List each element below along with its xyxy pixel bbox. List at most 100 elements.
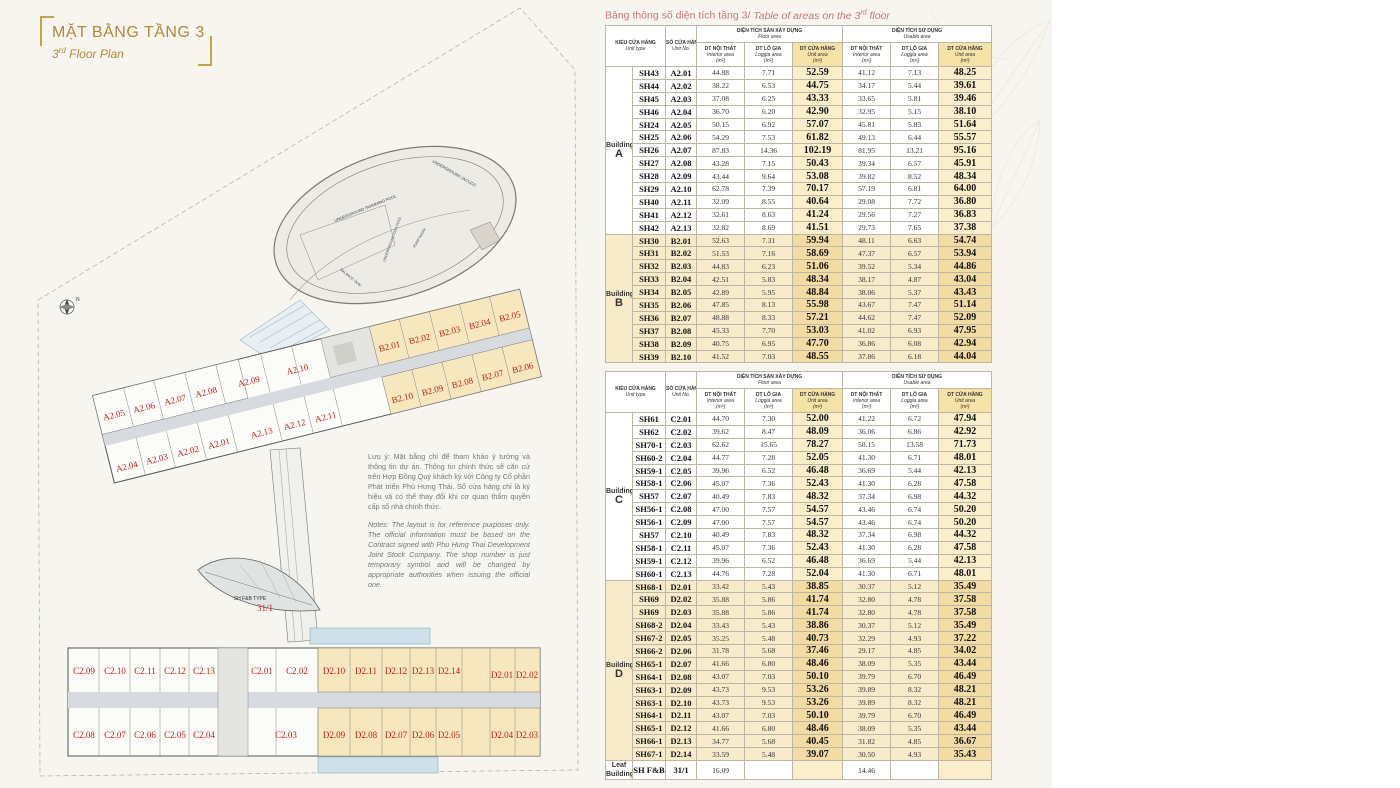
usable-unit-area-cell: 35.43 [938, 747, 993, 762]
usable-unit-area-cell: 51.64 [938, 117, 993, 132]
table-row: SH46 A2.04 36.70 6.20 42.90 32.95 5.15 3… [606, 104, 993, 119]
unit-no-cell: D2.12 [665, 721, 698, 736]
floor-unit-area-cell: 40.45 [792, 734, 844, 749]
usable-loggia-cell: 6.98 [890, 528, 940, 542]
usable-interior-cell: 29.73 [842, 220, 892, 235]
usable-loggia-cell [890, 760, 940, 781]
floor-loggia-cell: 6.23 [744, 259, 794, 274]
table-row: SH59-1 C2.12 39.96 6.52 46.48 36.69 5.44… [606, 553, 993, 568]
floor-interior-cell: 51.53 [696, 246, 746, 261]
floor-loggia-cell: 8.55 [744, 194, 794, 209]
usable-interior-cell: 49.13 [842, 130, 892, 145]
floor-loggia-cell: 6.80 [744, 721, 794, 736]
floor-unit-area-cell: 40.73 [792, 631, 844, 646]
usable-interior-cell: 38.09 [842, 656, 892, 671]
unit-type-cell: SH69 [631, 605, 667, 620]
unit-type-cell: SH60-1 [631, 566, 667, 581]
table-row: SH64-1 D2.08 43.07 7.03 50.10 39.79 6.70… [606, 669, 993, 684]
floor-interior-cell: 44.88 [696, 66, 746, 80]
usable-interior-cell: 32.95 [842, 104, 892, 119]
floor-interior-cell: 42.89 [696, 285, 746, 300]
unit-no-cell: A2.01 [665, 66, 698, 80]
usable-unit-area-cell: 50.20 [938, 515, 993, 530]
unit-no-cell: C2.04 [665, 450, 698, 465]
floor-interior-cell: 32.09 [696, 194, 746, 209]
usable-loggia-cell: 6.44 [890, 130, 940, 145]
table-row: SH67-2 D2.05 35.25 5.48 40.73 32.29 4.93… [606, 631, 993, 646]
usable-loggia-cell: 7.47 [890, 298, 940, 312]
floor-interior-cell: 47.00 [696, 515, 746, 530]
unit-no-cell: C2.11 [665, 540, 698, 555]
unit-d210: D2.10 [323, 666, 346, 676]
usable-unit-area-cell: 43.43 [938, 285, 993, 300]
floor-interior-cell: 39.96 [696, 553, 746, 568]
floor-interior-cell: 44.83 [696, 259, 746, 274]
unit-d213: D2.13 [412, 666, 435, 676]
unit-no-cell: D2.11 [665, 708, 698, 723]
floor-interior-cell: 33.43 [696, 618, 746, 633]
floor-interior-cell: 32.61 [696, 207, 746, 222]
floor-loggia-cell: 7.16 [744, 246, 794, 261]
title-frame [40, 16, 212, 66]
floor-interior-cell: 54.29 [696, 130, 746, 145]
usable-unit-area-cell: 55.57 [938, 130, 993, 145]
unit-no-cell: A2.03 [665, 91, 698, 106]
floor-loggia-cell: 9.53 [744, 682, 794, 697]
unit-no-cell: C2.09 [665, 515, 698, 530]
unit-no-cell: D2.02 [665, 592, 698, 607]
usable-loggia-cell: 5.15 [890, 104, 940, 119]
usable-interior-cell: 29.56 [842, 207, 892, 222]
floor-unit-area-cell: 48.55 [792, 349, 844, 364]
floor-unit-area-cell: 50.10 [792, 669, 844, 684]
floor-loggia-cell: 7.03 [744, 349, 794, 364]
unit-no-cell: D2.14 [665, 747, 698, 762]
floor-loggia-cell: 7.15 [744, 156, 794, 171]
usable-loggia-cell: 6.70 [890, 708, 940, 723]
floor-unit-area-cell: 48.09 [792, 424, 844, 439]
usable-interior-cell: 34.17 [842, 78, 892, 93]
fnb-unit-label: 31/1 [257, 603, 273, 613]
floor-unit-area-cell: 52.43 [792, 540, 844, 555]
usable-unit-area-cell: 42.13 [938, 553, 993, 568]
usable-unit-area-cell: 47.95 [938, 323, 993, 338]
usable-interior-cell: 39.52 [842, 259, 892, 274]
unit-no-cell: A2.07 [665, 143, 698, 158]
unit-no-cell: B2.04 [665, 272, 698, 287]
unit-no-cell: A2.12 [665, 207, 698, 222]
usable-loggia-cell: 4.93 [890, 631, 940, 646]
unit-no-cell: B2.01 [665, 233, 698, 248]
floor-unit-area-cell: 41.74 [792, 605, 844, 620]
usable-loggia-cell: 6.28 [890, 540, 940, 555]
usable-loggia-cell: 13.58 [890, 437, 940, 452]
unit-d209: D2.09 [323, 730, 346, 740]
floor-loggia-cell: 5.48 [744, 631, 794, 646]
usable-loggia-cell: 6.74 [890, 515, 940, 530]
unit-type-cell: SH56-1 [631, 515, 667, 530]
floor-loggia-cell: 6.20 [744, 104, 794, 119]
unit-c201: C2.01 [251, 666, 273, 676]
usable-unit-area-cell: 42.13 [938, 463, 993, 478]
usable-interior-cell: 30.37 [842, 579, 892, 594]
floor-loggia-cell: 5.48 [744, 747, 794, 762]
table-row: SH31 B2.02 51.53 7.16 58.69 47.37 6.57 5… [606, 246, 993, 261]
usable-unit-area-cell: 47.58 [938, 540, 993, 555]
usable-loggia-cell: 6.08 [890, 336, 940, 351]
floor-unit-area-cell: 38.85 [792, 579, 844, 594]
usable-interior-cell: 39.34 [842, 156, 892, 171]
table-row: SH68-2 D2.04 33.43 5.43 38.86 30.37 5.12… [606, 618, 993, 633]
unit-type-cell: SH64-1 [631, 669, 667, 684]
unit-c211: C2.11 [134, 666, 155, 676]
unit-type-cell: SH25 [631, 130, 667, 145]
usable-unit-area-cell: 51.14 [938, 298, 993, 312]
table-row: SH36 B2.07 48.88 8.33 57.21 44.62 7.47 5… [606, 310, 993, 325]
usable-unit-area-cell: 64.00 [938, 182, 993, 196]
floor-unit-area-cell: 52.05 [792, 450, 844, 465]
usable-interior-cell: 37.34 [842, 528, 892, 542]
building-cd: C2.09 C2.10 C2.11 C2.12 C2.13 C2.01 C2.0… [67, 627, 541, 774]
unit-no-cell: B2.05 [665, 285, 698, 300]
usable-interior-cell: 31.82 [842, 734, 892, 749]
